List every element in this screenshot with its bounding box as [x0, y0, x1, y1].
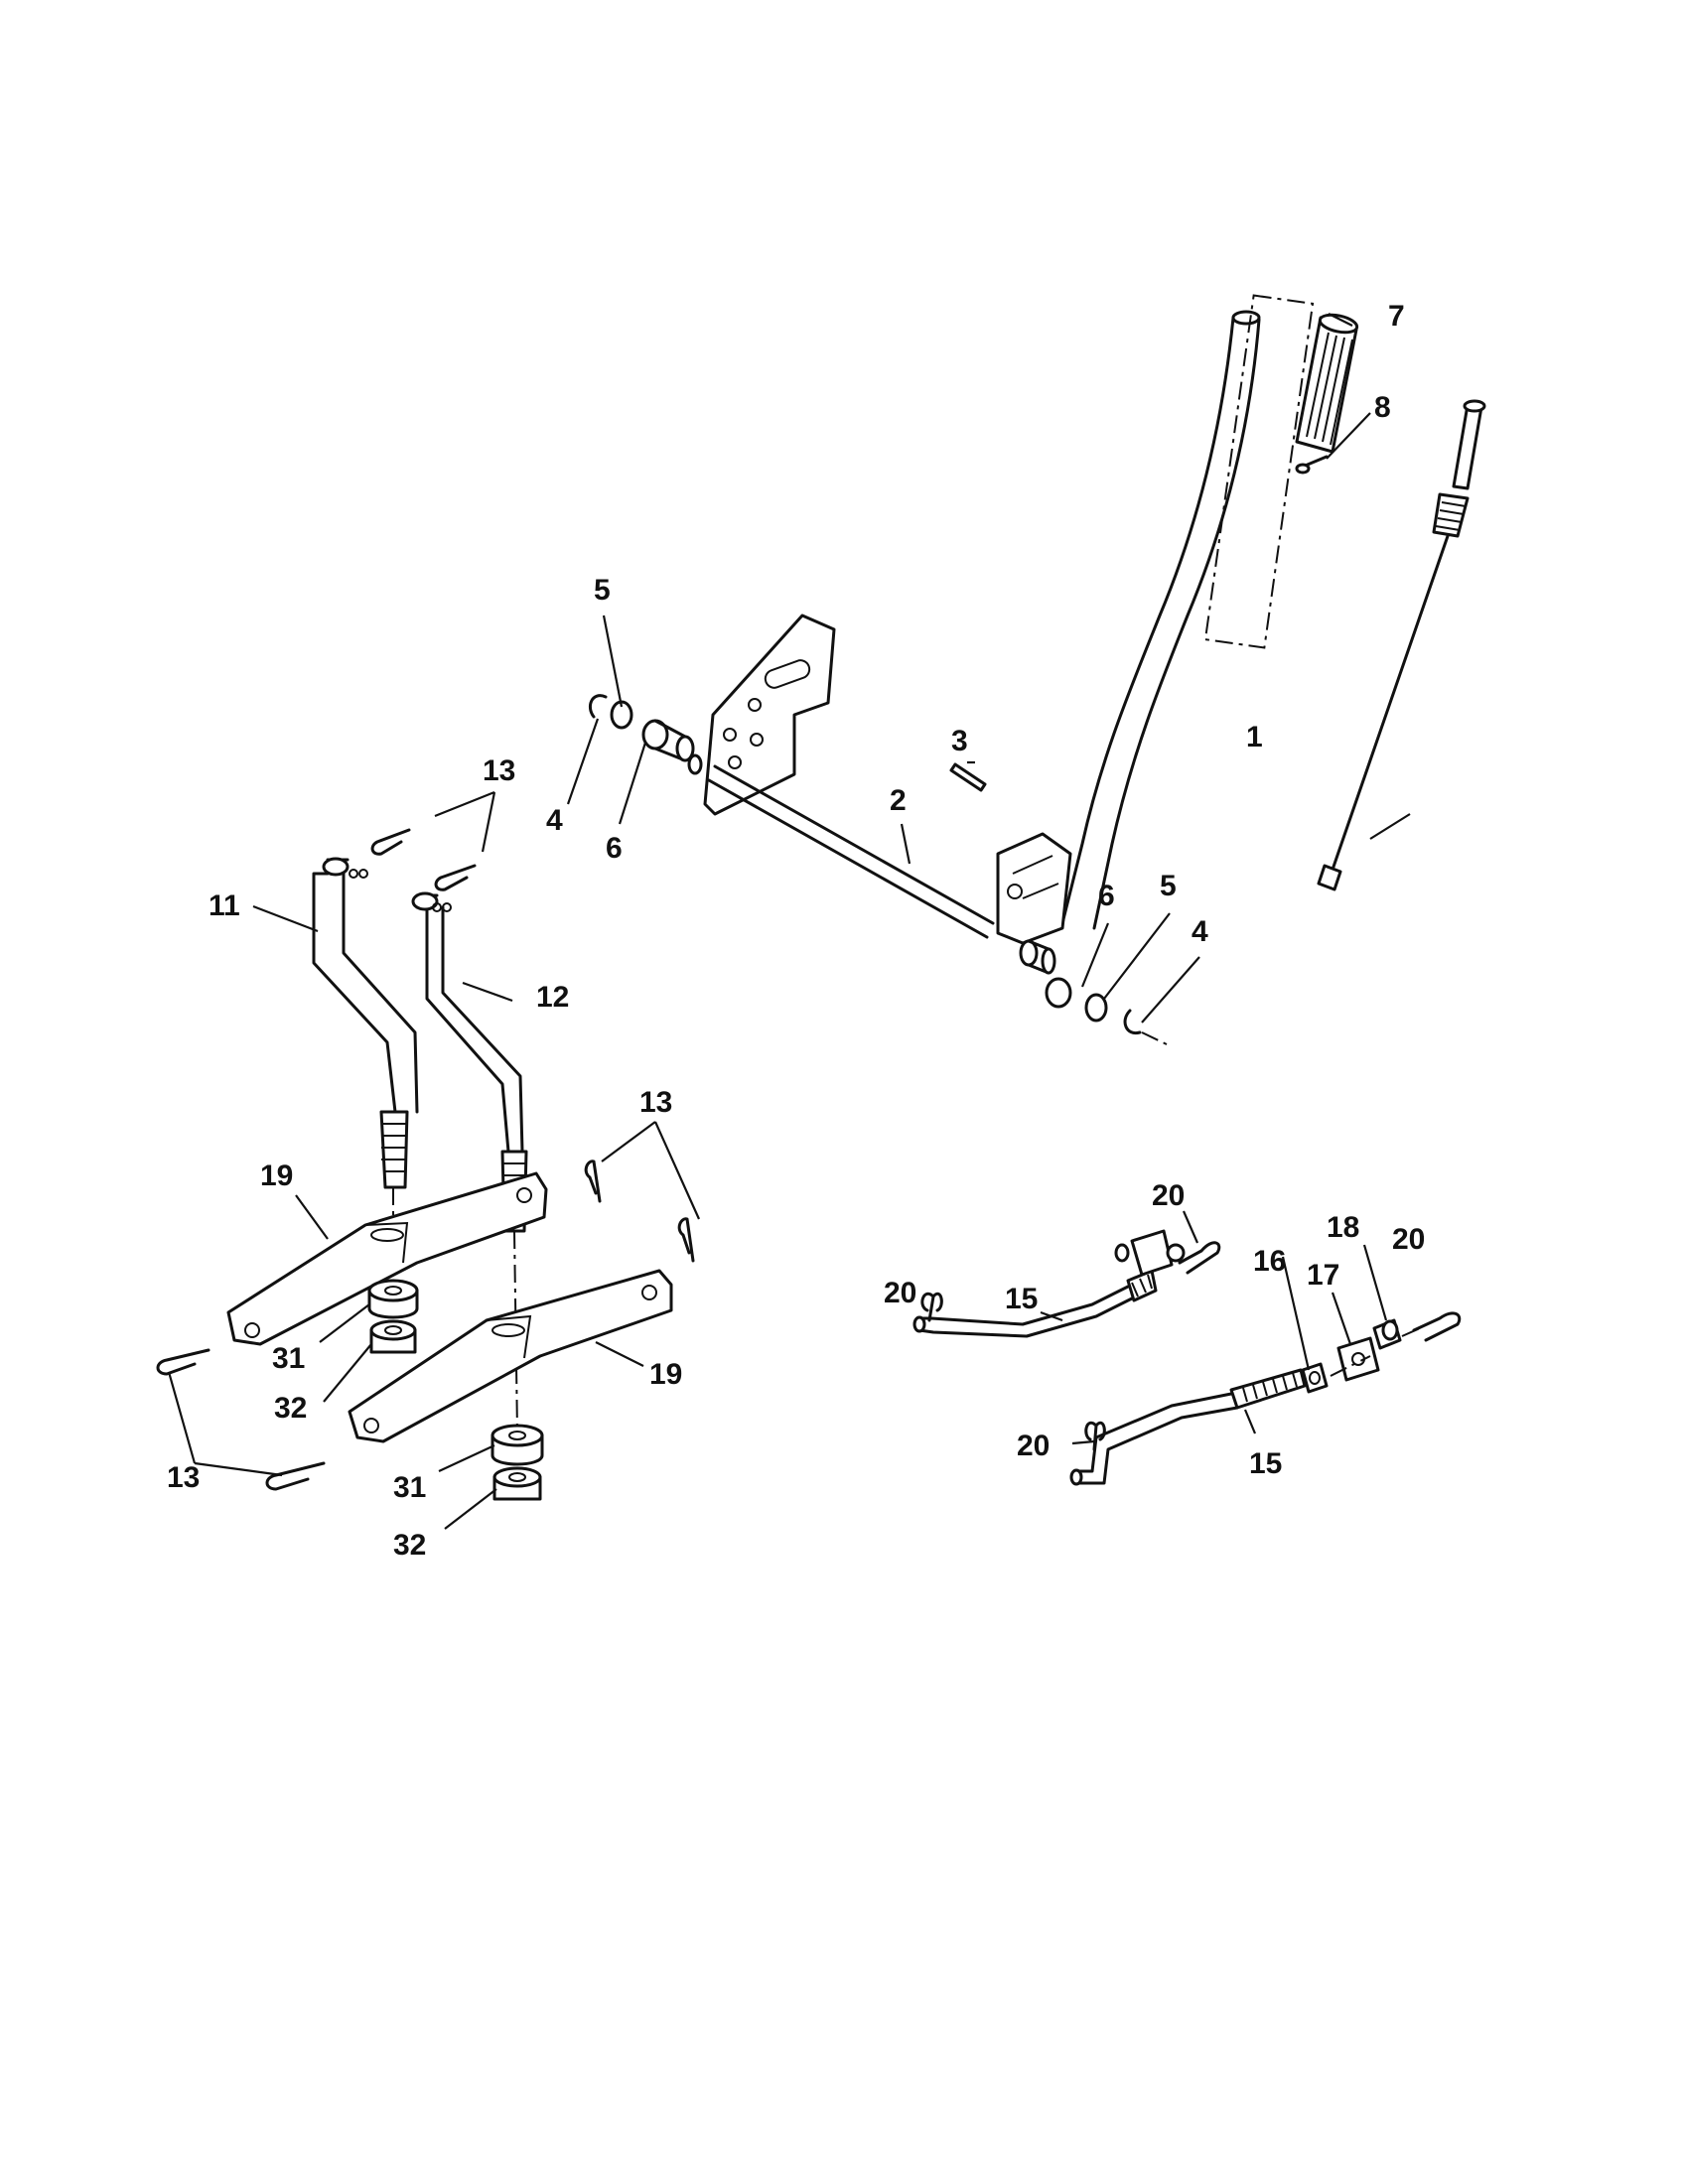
callout-4-right: 4 [1192, 915, 1208, 948]
lift-handle [996, 310, 1261, 945]
callout-6-left: 6 [606, 832, 623, 865]
callout-20-b: 20 [1392, 1223, 1425, 1256]
callout-15-lower: 15 [1249, 1447, 1282, 1480]
hairpin-clip-20-d [1412, 1311, 1462, 1342]
leader-lines [167, 313, 1411, 1530]
callout-17: 17 [1307, 1259, 1339, 1292]
handle-grip [1295, 313, 1359, 454]
hairpin-clip-mid-1 [584, 1160, 602, 1203]
callout-20-d: 20 [1017, 1430, 1050, 1462]
callout-19-lower: 19 [649, 1358, 682, 1391]
hairpin-clip-20-b [1178, 1241, 1221, 1275]
callout-8: 8 [1374, 391, 1391, 424]
callout-13-top: 13 [483, 754, 515, 787]
link-12-axis [513, 1230, 519, 1500]
callout-5-left: 5 [594, 574, 611, 607]
callout-7: 7 [1388, 300, 1405, 333]
hairpin-clip-top-1 [370, 828, 411, 856]
lift-link-11 [312, 857, 419, 1189]
hairpin-clip-low-2 [265, 1461, 326, 1491]
callout-1: 1 [1246, 721, 1263, 753]
right-bushing [1045, 977, 1072, 1009]
hex-nut-upper [369, 1319, 417, 1354]
left-bushing [641, 719, 695, 762]
lift-rod [1317, 399, 1486, 891]
lift-arm-lower [348, 1269, 673, 1443]
callout-6-right: 6 [1098, 880, 1115, 912]
hairpin-clip-top-2 [434, 864, 477, 891]
callout-13-mid: 13 [639, 1086, 672, 1119]
callout-16: 16 [1253, 1245, 1286, 1278]
callout-labels: 1 2 3 4 4 5 5 6 6 7 8 11 12 13 13 13 15 … [167, 300, 1425, 1562]
lift-arm-upper [226, 1171, 548, 1346]
callout-12: 12 [536, 981, 569, 1014]
callout-2: 2 [890, 784, 907, 817]
callout-31-upper: 31 [272, 1342, 305, 1375]
nylon-washer-upper [367, 1279, 419, 1319]
callout-4-left: 4 [546, 804, 563, 837]
nylon-washer-lower [491, 1424, 544, 1466]
cross-shaft [687, 753, 1056, 975]
adjustment-block [1336, 1336, 1380, 1382]
shaft-key [949, 762, 987, 792]
callout-13-low: 13 [167, 1461, 200, 1494]
callout-18: 18 [1327, 1211, 1359, 1244]
right-washer [1084, 993, 1108, 1023]
callout-3: 3 [951, 725, 968, 757]
rod-axis-line [1330, 1327, 1421, 1377]
shaft-axis-line [1141, 1031, 1168, 1045]
mounting-plate [703, 614, 836, 816]
left-retaining-ring [589, 694, 608, 719]
hairpin-clip-20-c [1084, 1421, 1106, 1451]
callout-20-c: 20 [884, 1277, 916, 1309]
roll-pin [1295, 455, 1329, 475]
hex-nut-lower [492, 1466, 542, 1501]
adjustment-rod-upper [912, 1229, 1186, 1338]
callout-32-upper: 32 [274, 1392, 307, 1425]
callout-11: 11 [209, 889, 240, 922]
hairpin-clip-mid-2 [677, 1217, 695, 1263]
callout-5-right: 5 [1160, 870, 1177, 902]
right-retaining-ring [1123, 1009, 1142, 1035]
callout-19-upper: 19 [260, 1160, 293, 1192]
callout-31-lower: 31 [393, 1471, 426, 1504]
jam-nut [1301, 1362, 1329, 1394]
hairpin-clip-20-a [920, 1292, 943, 1322]
ferrule [1372, 1318, 1402, 1350]
callout-15-upper: 15 [1005, 1283, 1038, 1315]
callout-20-a: 20 [1152, 1179, 1185, 1212]
callout-32-lower: 32 [393, 1529, 426, 1562]
hairpin-clip-low-1 [156, 1348, 210, 1376]
